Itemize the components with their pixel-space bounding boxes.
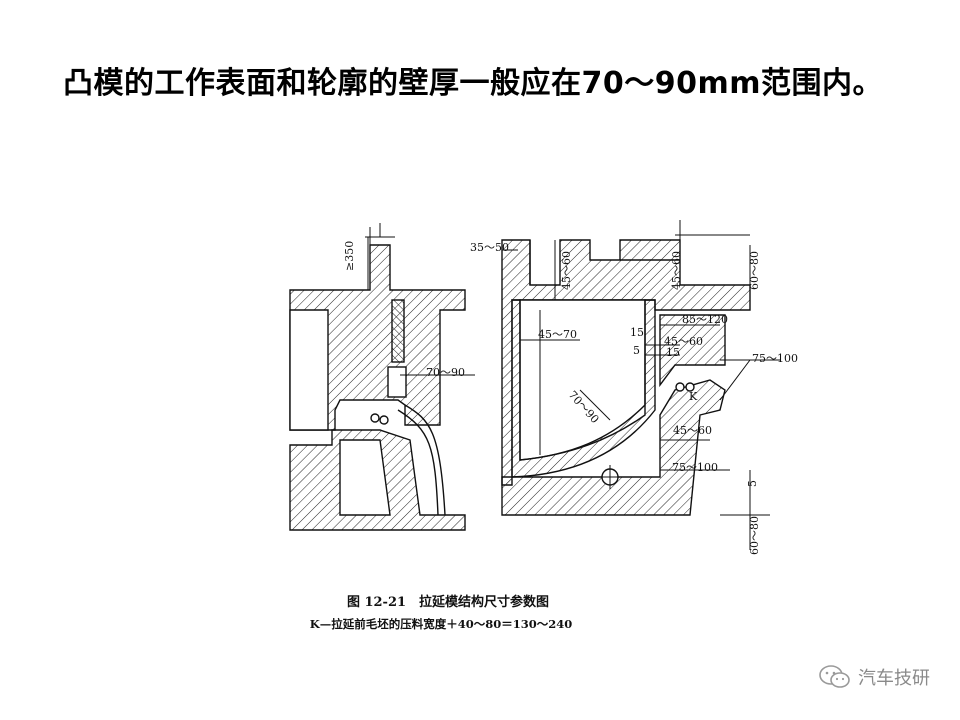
dim-45-70: 45～70 — [538, 328, 577, 341]
dim-75-100-a: 75～100 — [752, 352, 798, 365]
wechat-icon — [819, 665, 850, 688]
dim-5-b: 5 — [746, 480, 759, 487]
die-structure-drawing: ≥350 70～90 — [289, 220, 798, 555]
dim-45-60-b: 45～60 — [670, 251, 683, 290]
left-upper-die — [289, 244, 466, 431]
watermark-text: 汽车技研 — [858, 668, 930, 689]
label-k: K — [689, 390, 698, 403]
dim-350: ≥350 — [343, 241, 356, 271]
right-lower-die — [501, 379, 726, 516]
left-section-view — [289, 223, 475, 531]
left-punch-curve — [404, 404, 446, 516]
figure-note: K—拉延前毛坯的压料宽度＋40～80＝130～240 — [309, 617, 573, 631]
dim-45-60-c: 45～60 — [664, 335, 703, 348]
dim-35-50: 35～50 — [470, 241, 509, 254]
figure-caption: 图 12-21 拉延模结构尺寸参数图 — [346, 595, 550, 610]
dim-75-100-b: 75～100 — [672, 461, 718, 474]
watermark: 汽车技研 — [818, 664, 930, 690]
dim-70-90-left: 70～90 — [426, 366, 465, 379]
left-lower-slot — [339, 439, 391, 516]
dim-60-80-bottom: 60～80 — [748, 516, 761, 555]
right-section-view — [501, 220, 780, 550]
dim-15-a: 15 — [630, 326, 644, 339]
right-binder — [659, 314, 726, 388]
left-wear-plate — [391, 299, 405, 363]
right-punch-wall — [511, 299, 656, 478]
dim-5-a: 5 — [633, 344, 640, 357]
dim-45-60-d: 45～60 — [673, 424, 712, 437]
left-cavity-block — [289, 309, 329, 431]
slide-title: 凸模的工作表面和轮廓的壁厚一般应在70～90mm范围内。 — [63, 66, 884, 101]
dim-15-b: 15 — [666, 346, 680, 359]
dim-85-120: 85～120 — [682, 313, 728, 326]
dim-60-80-top: 60～80 — [748, 251, 761, 290]
dim-45-60-a: 45～60 — [560, 251, 573, 290]
